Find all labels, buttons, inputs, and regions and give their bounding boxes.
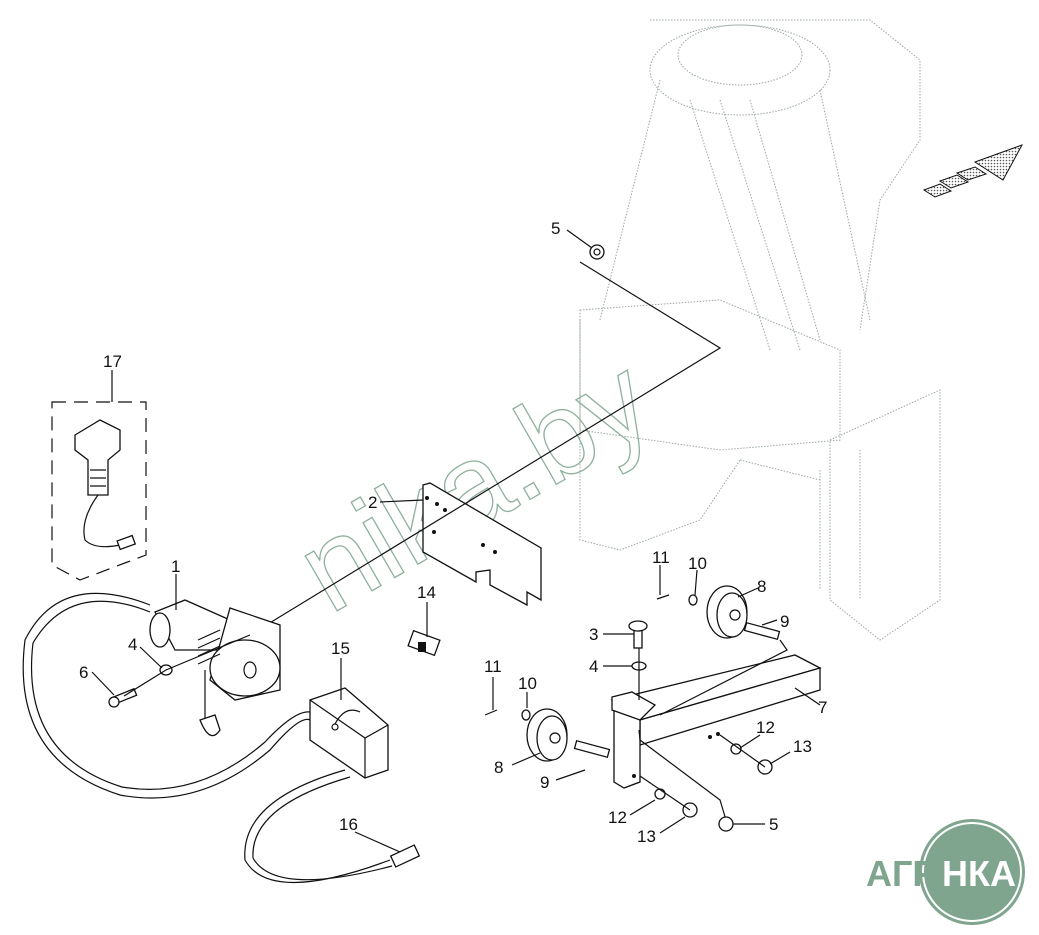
winch-1	[149, 599, 281, 737]
remote-control-17	[51, 401, 147, 581]
callout-12-left: 12	[608, 808, 627, 827]
washer-10-lower	[521, 709, 531, 721]
callout-2: 2	[368, 493, 377, 512]
plug-16	[389, 844, 421, 868]
logo-text-left: АГРО	[866, 853, 964, 894]
washer-12-right	[730, 743, 742, 755]
leader-lines	[91, 229, 821, 853]
callout-8-lower: 8	[494, 758, 503, 777]
mounting-plate-2	[422, 482, 542, 607]
watermark: nika.by	[275, 331, 673, 638]
callout-14: 14	[417, 583, 436, 602]
callout-10-upper: 10	[688, 554, 707, 573]
nut-5-top	[589, 244, 605, 260]
chassis-frame-ghost	[579, 19, 941, 641]
callout-16: 16	[339, 815, 358, 834]
axle-9-lower	[573, 739, 611, 759]
control-box-15	[309, 687, 389, 779]
callout-8-upper: 8	[757, 577, 766, 596]
cotter-pin-11-upper	[656, 594, 670, 600]
power-cable	[22, 592, 311, 799]
switch-14	[407, 629, 441, 657]
forward-direction-arrow-icon	[922, 144, 1024, 198]
agronika-logo: АГРО НКА	[866, 819, 1025, 925]
callout-labels: 17 2 1 4 6 5 14 15 16 11 10 8 9 3 4 11 1…	[79, 219, 827, 846]
callout-10-lower: 10	[518, 674, 537, 693]
watermark-text: nika.by	[276, 331, 672, 637]
callout-15: 15	[331, 639, 350, 658]
pulley-8-lower	[526, 708, 568, 762]
bolt-6	[108, 687, 138, 708]
callout-1: 1	[171, 557, 180, 576]
callout-13-right: 13	[793, 737, 812, 756]
callout-7: 7	[818, 698, 827, 717]
callout-5-top: 5	[551, 219, 560, 238]
callout-4-left: 4	[128, 635, 137, 654]
cotter-pin-11-lower	[484, 709, 498, 716]
callout-9-lower: 9	[540, 773, 549, 792]
callout-5-bottom: 5	[769, 815, 778, 834]
support-bar-7	[610, 654, 822, 789]
callout-11-upper: 11	[652, 548, 670, 567]
bolt-3	[628, 620, 648, 649]
axle-9-upper	[743, 621, 781, 641]
washer-12-left	[654, 788, 666, 800]
callout-17: 17	[103, 352, 122, 371]
callout-3: 3	[589, 625, 598, 644]
callout-9-upper: 9	[780, 612, 789, 631]
callout-11-lower: 11	[484, 657, 502, 676]
nut-5-bottom	[718, 816, 734, 832]
pulley-8-upper	[706, 585, 748, 639]
callout-6: 6	[79, 663, 88, 682]
callout-13-left: 13	[637, 827, 656, 846]
callout-4-bar: 4	[589, 657, 598, 676]
plug-cable	[244, 769, 391, 883]
logo-text-right: НКА	[942, 853, 1016, 894]
washer-10-upper	[688, 594, 698, 606]
callout-12-right: 12	[756, 718, 775, 737]
assembly-line	[249, 261, 722, 636]
